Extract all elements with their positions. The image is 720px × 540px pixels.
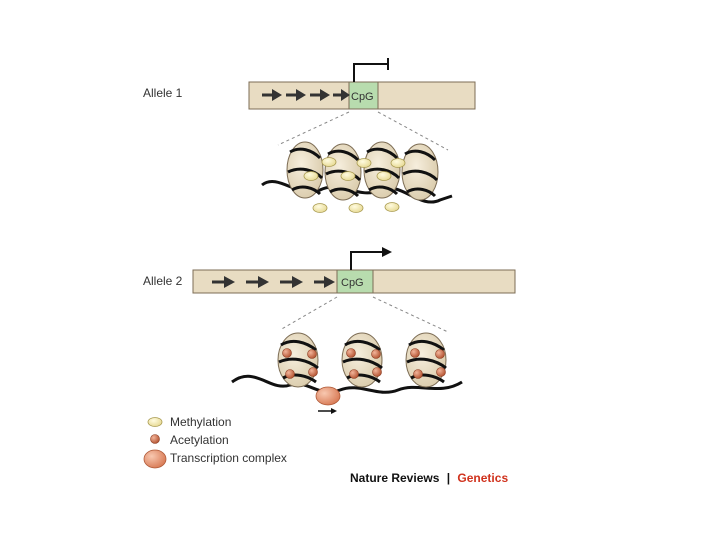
methylation-icon [340,171,356,181]
allele-1: Allele 1 CpG [143,58,476,213]
credit-separator: | [447,471,450,485]
journal-credit: Nature Reviews | Genetics [350,471,508,485]
nucleosome-icon [324,143,362,201]
acetylation-icon [308,367,318,377]
blocked-promoter-icon [353,58,389,82]
direction-arrow-icon [310,89,330,101]
direction-arrow-icon [286,89,306,101]
journal-name: Nature Reviews [350,471,440,485]
acetylation-icon [282,348,292,358]
methylation-icon [312,203,328,213]
svg-text:Nature Reviews | G: Nature Reviews | Genetics [350,471,508,485]
acetylation-icon [346,348,356,358]
nucleosome-icon [405,332,447,388]
legend: Methylation Acetylation Transcription co… [143,415,287,469]
zoom-guide-left [279,296,338,331]
methylation-icon [348,203,364,213]
acetylation-icon [349,369,359,379]
zoom-guide-right [372,296,449,333]
acetylation-icon [150,434,160,444]
allele-2-cpg-label: CpG [341,277,364,289]
allele-1-cpg-label: CpG [351,91,374,103]
direction-arrow-icon [314,276,335,288]
direction-arrow-icon [333,89,350,101]
transcription-complex-icon [315,386,341,406]
nucleosome-icon [277,332,319,388]
legend-label: Transcription complex [170,451,287,465]
nucleosome-icon [286,141,324,199]
nucleosome-icon [341,332,383,388]
allele-1-direction-arrows [262,89,350,101]
direction-arrow-icon [262,89,282,101]
methylation-icon [321,157,337,167]
acetylation-icon [285,369,295,379]
methylation-icon [356,158,372,168]
zoom-guide-left [277,111,350,146]
transcription-direction-icon [318,408,337,414]
legend-item-transcription-complex: Transcription complex [143,449,287,469]
legend-label: Acetylation [170,433,229,447]
acetylation-icon [307,349,317,359]
journal-section: Genetics [457,471,508,485]
acetylation-icon [372,367,382,377]
acetylation-icon [436,367,446,377]
nucleosome-icon [401,143,439,201]
zoom-guide-right [377,111,449,151]
acetylation-icon [410,348,420,358]
allele-2-chromatin [231,332,463,414]
allele-2: Allele 2 CpG [143,247,516,414]
methylation-icon [376,171,392,181]
allele-2-direction-arrows [212,276,335,288]
methylation-marks [303,157,406,213]
legend-label: Methylation [170,415,231,429]
acetylation-marks [282,348,446,379]
allele-1-label: Allele 1 [143,86,183,100]
legend-item-methylation: Methylation [147,415,231,429]
methylation-icon [303,171,319,181]
acetylation-icon [413,369,423,379]
methylation-icon [384,202,400,212]
direction-arrow-icon [246,276,269,288]
direction-arrow-icon [212,276,235,288]
acetylation-icon [435,349,445,359]
active-promoter-icon [350,247,392,270]
allele-2-cpg-region [336,269,374,294]
methylation-icon [147,417,163,427]
transcription-complex-icon [143,449,167,469]
direction-arrow-icon [280,276,303,288]
methylation-icon [390,158,406,168]
acetylation-icon [371,349,381,359]
allele-1-chromatin [261,141,453,213]
allele-1-cpg-region [348,81,379,110]
legend-item-acetylation: Acetylation [150,433,229,447]
nucleosome-icon [363,141,401,199]
allele-2-label: Allele 2 [143,274,183,288]
